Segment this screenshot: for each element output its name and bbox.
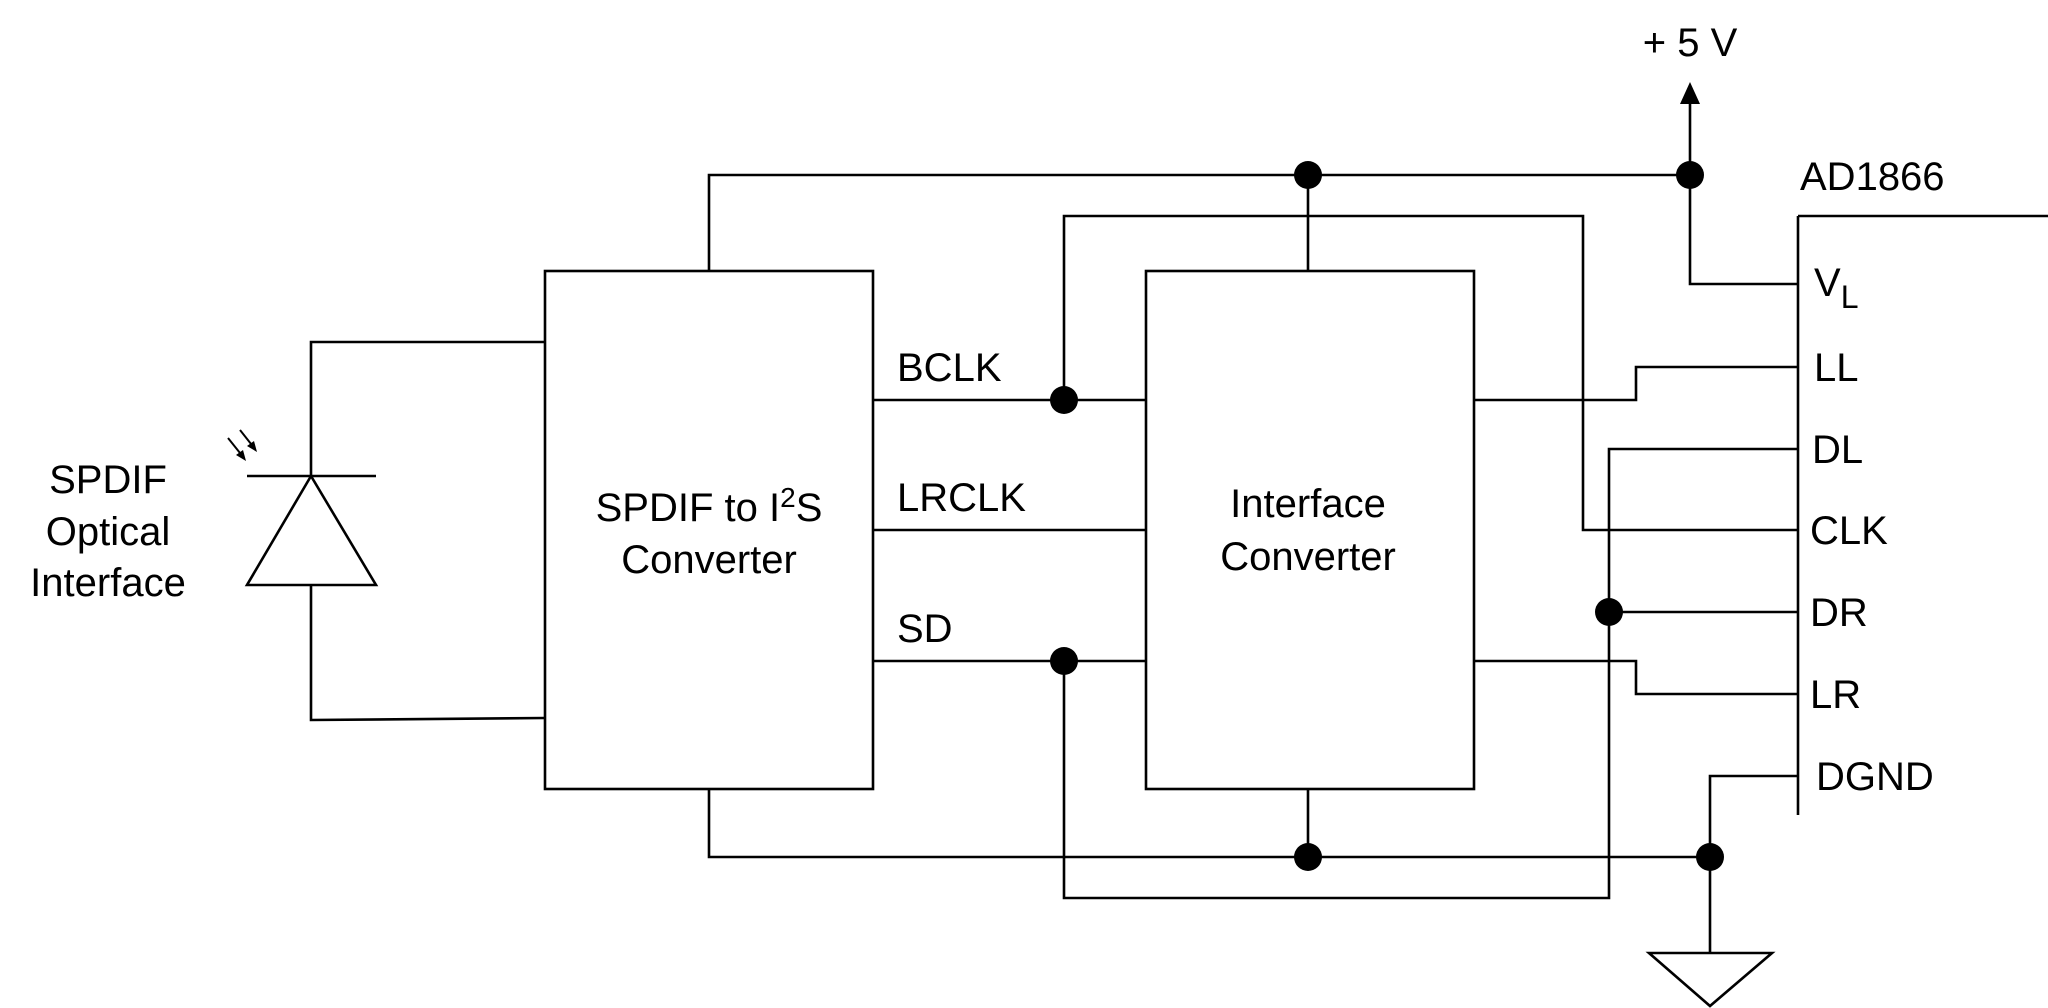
lrclk-label: LRCLK bbox=[897, 476, 1026, 520]
junction-dr bbox=[1595, 598, 1623, 626]
diode-top-wire bbox=[309, 340, 545, 476]
ground-rail bbox=[707, 789, 1710, 859]
photodiode-symbol bbox=[244, 473, 379, 587]
optical-label-line2: Optical bbox=[46, 510, 171, 554]
pin-dl: DL bbox=[1812, 428, 1863, 472]
junction-bclk bbox=[1050, 386, 1078, 414]
diode-bottom-wire bbox=[309, 585, 546, 722]
bclk-clk-loop bbox=[1062, 214, 1798, 532]
optical-label-line1: SPDIF bbox=[49, 458, 167, 502]
spdif-converter-subtitle: Converter bbox=[621, 538, 797, 582]
bclk-label: BCLK bbox=[897, 346, 1002, 390]
lr-wire bbox=[1474, 659, 1798, 696]
pin-ll: LL bbox=[1814, 346, 1859, 390]
light-arrow-1-head bbox=[236, 450, 246, 461]
pin-vl: VL bbox=[1814, 261, 1858, 315]
spdif-title-prefix: SPDIF to I bbox=[596, 486, 781, 530]
chip-name: AD1866 bbox=[1800, 155, 1945, 199]
ground-symbol bbox=[1645, 951, 1776, 1008]
junction-ground-interface bbox=[1294, 843, 1322, 871]
junction-sd bbox=[1050, 647, 1078, 675]
ll-wire bbox=[1474, 365, 1798, 402]
supply-rail bbox=[707, 173, 1690, 271]
spdif-converter-block bbox=[543, 269, 875, 791]
junction-supply-interface bbox=[1294, 161, 1322, 189]
interface-converter-title: Interface bbox=[1230, 482, 1386, 526]
interface-converter-subtitle: Converter bbox=[1220, 535, 1396, 579]
spdif-title-sup: 2 bbox=[780, 482, 796, 513]
optical-label-line3: Interface bbox=[30, 561, 186, 605]
pin-dgnd: DGND bbox=[1816, 755, 1934, 799]
pin-vl-main: V bbox=[1814, 261, 1841, 305]
sd-label: SD bbox=[897, 607, 953, 651]
spdif-converter-title: SPDIF to I2S bbox=[596, 482, 823, 530]
junction-ground-dgnd bbox=[1696, 843, 1724, 871]
dgnd-wire bbox=[1708, 774, 1798, 953]
pin-lr: LR bbox=[1810, 673, 1861, 717]
sd-dl-loop bbox=[1062, 447, 1798, 900]
junction-supply-vl bbox=[1676, 161, 1704, 189]
supply-arrow-head bbox=[1680, 82, 1700, 104]
light-arrow-2-head bbox=[247, 441, 257, 452]
pin-clk: CLK bbox=[1810, 509, 1888, 553]
interface-converter-block bbox=[1144, 269, 1476, 791]
spdif-title-suffix: S bbox=[796, 486, 823, 530]
supply-to-vl bbox=[1688, 175, 1798, 286]
pin-vl-sub: L bbox=[1841, 279, 1859, 315]
supply-label: + 5 V bbox=[1643, 21, 1738, 65]
pin-dr: DR bbox=[1810, 591, 1868, 635]
